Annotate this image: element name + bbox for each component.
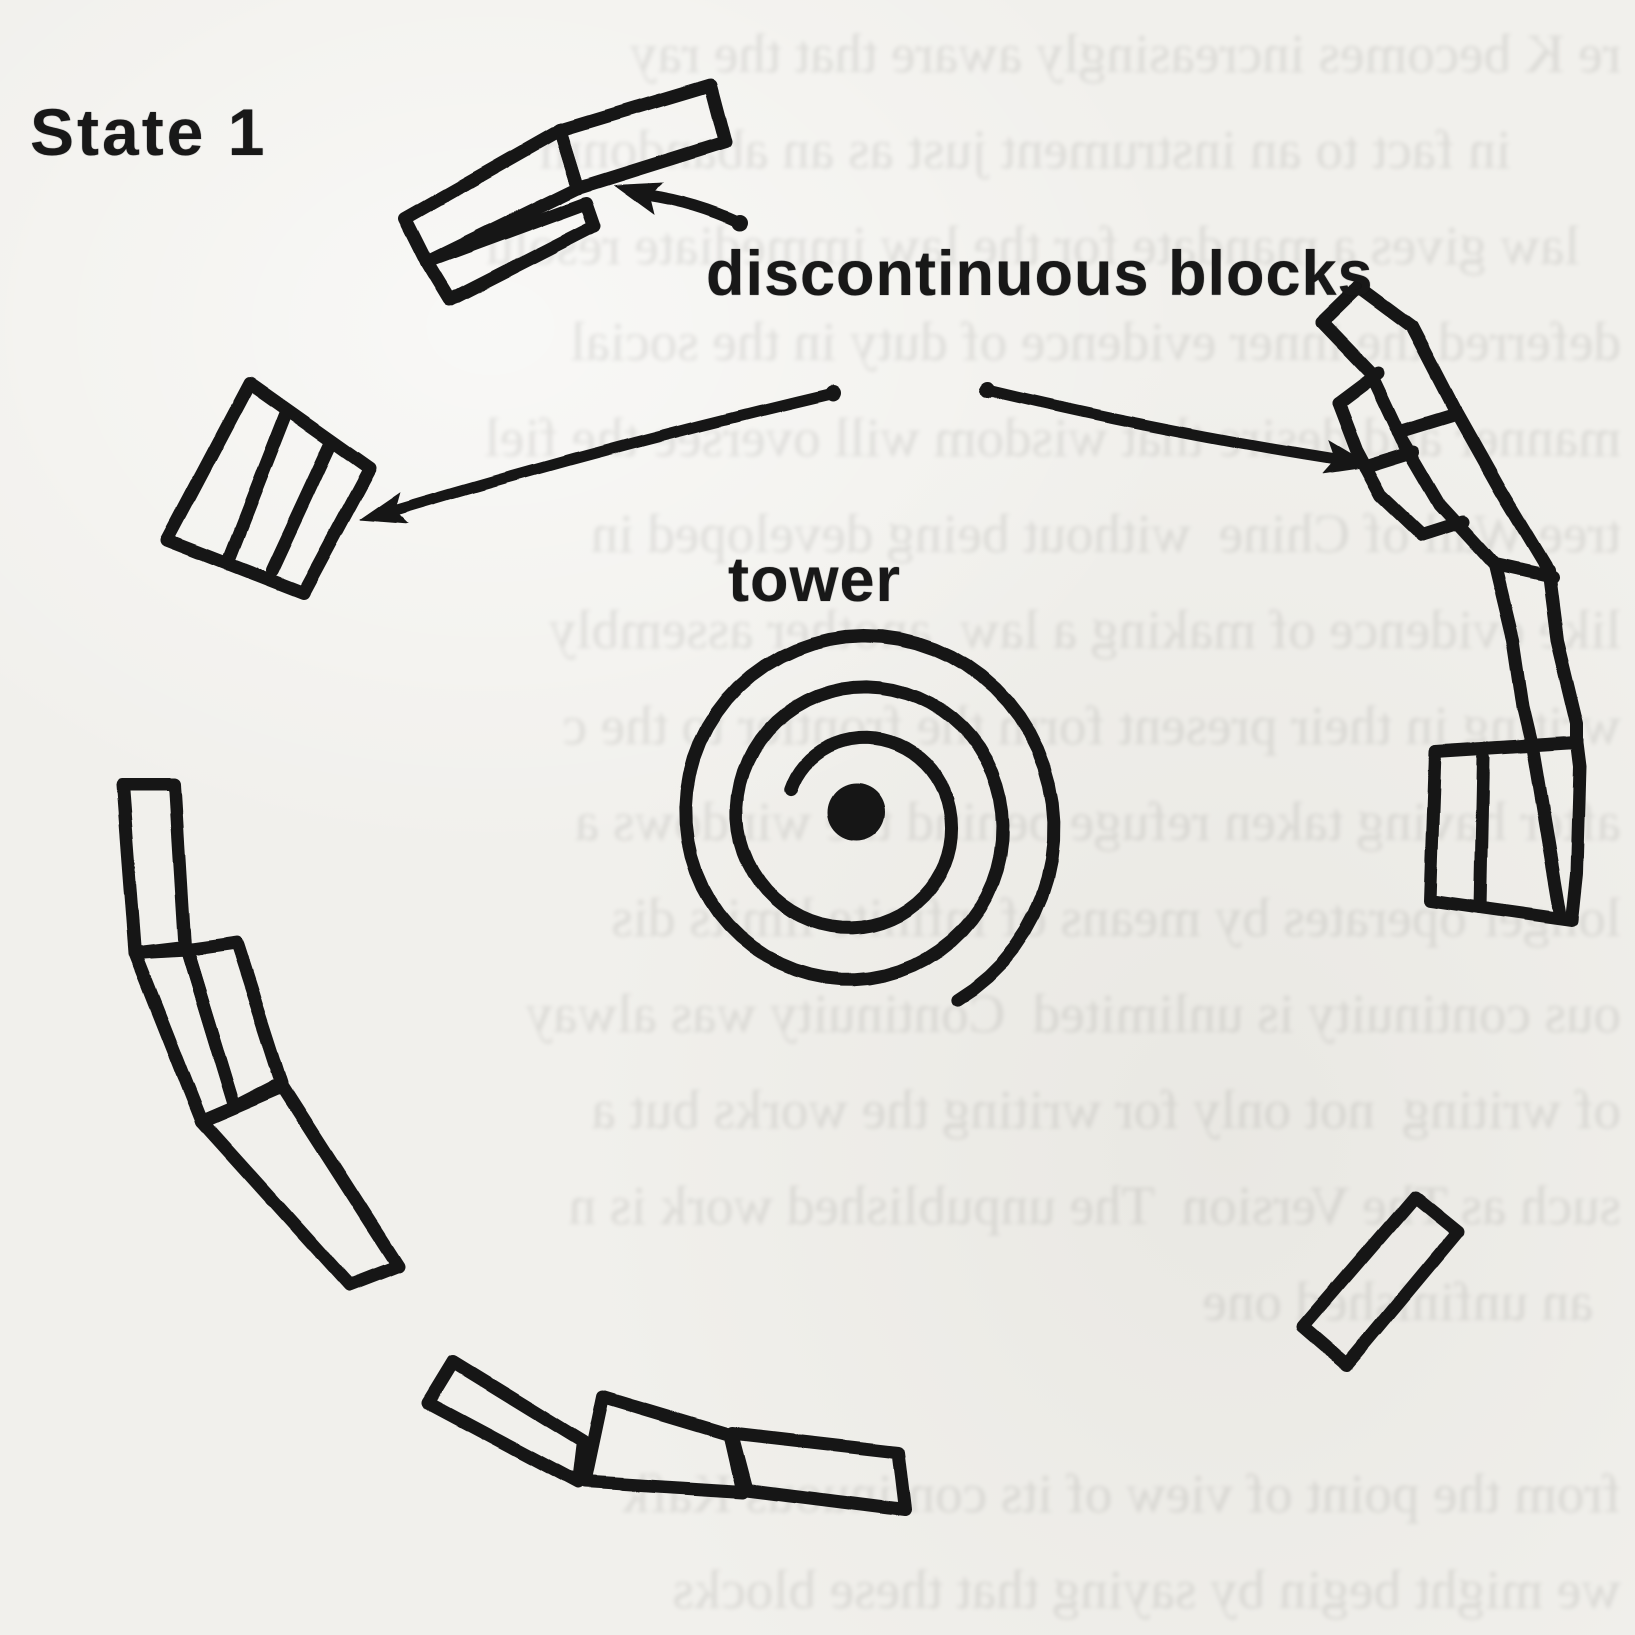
arrow-to-top-block-head (613, 182, 664, 216)
block-group-right-joint (1490, 558, 1559, 584)
arrow-to-top-block-shaft (641, 189, 746, 229)
block-group-left (160, 376, 377, 600)
block-group-right-outer-edge (1351, 280, 1584, 750)
block-group-right-joint (1391, 407, 1464, 439)
block-group-bottom-left (115, 778, 192, 960)
arrow-to-left-block-shaft (387, 387, 839, 517)
block-group-right-footing-joint (1525, 738, 1567, 919)
block-group-bottom-left (195, 1080, 405, 1292)
block-group-bottom (421, 1355, 590, 1490)
arrow-to-left-block-head (358, 491, 409, 525)
tower-center-dot (827, 783, 885, 841)
arrow-to-right-block-shaft (981, 384, 1343, 465)
block-group-right-footing (1423, 736, 1587, 927)
arrow-to-right-block-tail-dot (979, 382, 995, 398)
block-group-top (553, 78, 732, 195)
block-group-bottom (725, 1426, 912, 1517)
block-group-bottom-left (180, 936, 289, 1114)
block-group-right-offset-cap (1331, 366, 1385, 410)
block-single-bottom-right (1296, 1190, 1465, 1372)
arrow-to-right-block-head (1321, 440, 1372, 474)
discontinuous-blocks-label: discontinuous blocks (706, 239, 1374, 309)
block-group-right-footing-joint (1473, 751, 1490, 914)
block-group-bottom (578, 1390, 750, 1499)
block-group-top (420, 196, 602, 307)
arrow-to-top-block-tail-dot (732, 215, 748, 231)
block-group-right-offset-joint (1358, 445, 1420, 474)
arrow-to-left-block-tail-dot (825, 385, 841, 401)
block-group-right-offset-cap (1415, 515, 1470, 542)
tower-label: tower (728, 545, 902, 615)
tower-spiral (678, 628, 1061, 1007)
block-group-left-joint (265, 438, 337, 577)
state-label: State 1 (30, 95, 268, 169)
block-group-left-joint (223, 405, 294, 564)
block-group-right-cap (1315, 280, 1365, 329)
block-group-right-inner-edge (1315, 315, 1539, 752)
